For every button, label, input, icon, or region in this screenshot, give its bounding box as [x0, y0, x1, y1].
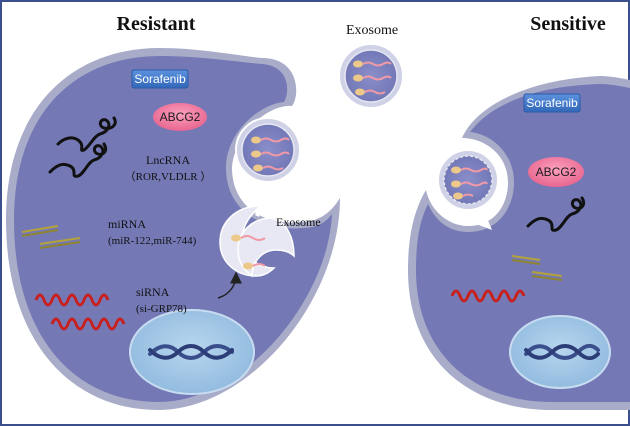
sensitive-abcg2-label: ABCG2	[536, 165, 577, 179]
sensitive-nucleus	[509, 315, 611, 389]
sensitive-heading: Sensitive	[530, 13, 606, 35]
sirna-label: siRNA	[136, 285, 170, 299]
resistant-abcg2-label: ABCG2	[160, 110, 201, 124]
resistant-cytoplasm	[14, 56, 332, 402]
resistant-sorafenib-box	[131, 69, 189, 89]
forming-exosome	[219, 205, 295, 278]
sensitive-sorafenib-label: Sorafenib	[526, 96, 578, 110]
resistant-sorafenib-label: Sorafenib	[134, 72, 186, 86]
resistant-heading: Resistant	[117, 13, 196, 35]
exosome-heading: Exosome	[346, 23, 398, 38]
sensitive-mirna-icon	[511, 255, 563, 281]
lncrna-strand-icon	[48, 116, 117, 178]
sensitive-sirna-icon	[450, 289, 526, 303]
releasing-exosome	[235, 117, 301, 183]
resistant-cell: Sorafenib ABCG2 LncRNA （ROR,VLDLR ） miRN…	[6, 48, 340, 410]
mirna-strand-icon	[21, 225, 81, 249]
entering-exosome	[437, 149, 499, 211]
sirna-detail: (si-GRP78)	[136, 303, 187, 315]
resistant-abcg2-transporter	[153, 103, 207, 131]
sirna-strand-icon	[34, 293, 126, 331]
mirna-detail: (miR-122,miR-744)	[108, 235, 197, 247]
exocytosis-arrow	[254, 196, 266, 217]
budding-arrow	[217, 271, 242, 299]
sensitive-lncrna-icon	[526, 196, 586, 232]
lncrna-detail: （ROR,VLDLR ）	[125, 170, 212, 183]
sensitive-sorafenib-box	[523, 93, 581, 113]
sensitive-cell: Sorafenib ABCG2	[408, 76, 630, 410]
sensitive-dna-icon	[524, 343, 600, 361]
sensitive-abcg2-transporter	[528, 157, 584, 187]
exosome-label-inner: Exosome	[276, 215, 321, 229]
resistant-dna-icon	[148, 344, 234, 360]
lncrna-label: LncRNA	[146, 153, 190, 167]
mirna-label: miRNA	[108, 217, 146, 231]
resistant-nucleus	[129, 309, 255, 395]
uptake-arrow	[472, 210, 492, 230]
free-exosome	[338, 43, 404, 109]
